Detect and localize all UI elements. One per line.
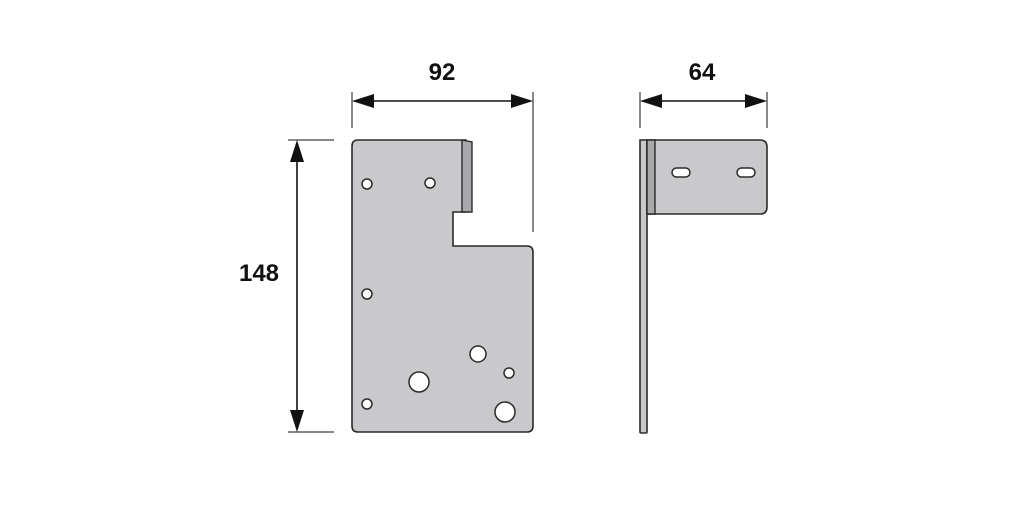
dimension-width-side: 64 [639, 59, 768, 128]
hole-large [494, 401, 516, 423]
hole-small [361, 398, 373, 410]
dimension-label-width-side: 64 [689, 59, 716, 86]
side-flange [646, 139, 768, 215]
front-view [351, 139, 534, 433]
hole-large [408, 371, 430, 393]
dimension-height: 148 [239, 139, 334, 433]
slot-hole [671, 167, 691, 178]
hole-small [361, 178, 373, 190]
hole-small [424, 177, 436, 189]
side-bend-shade [646, 139, 656, 215]
hole-small [361, 288, 373, 300]
hole-small [503, 367, 515, 379]
dimension-width-front: 92 [351, 59, 534, 232]
hole-medium [469, 345, 487, 363]
slot-hole [736, 167, 756, 178]
side-plate-edge [639, 139, 648, 434]
dimension-label-width-front: 92 [429, 59, 456, 86]
side-view [639, 139, 768, 434]
dimension-label-height: 148 [239, 260, 279, 287]
front-plate [351, 139, 534, 433]
front-flange [461, 139, 473, 213]
